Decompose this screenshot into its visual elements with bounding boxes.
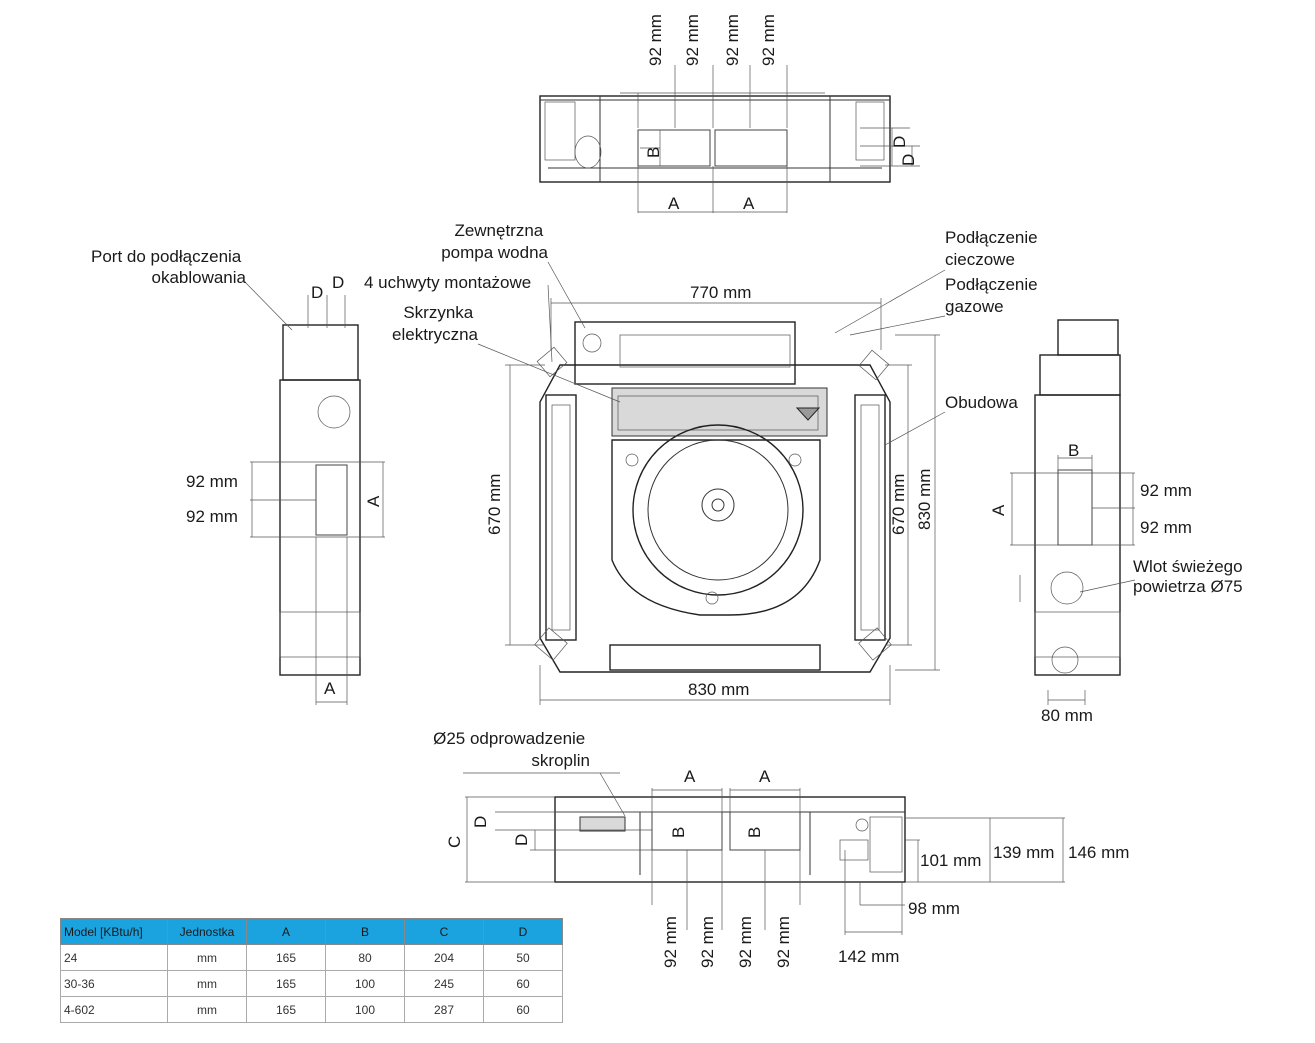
cell-b: 80 — [325, 944, 405, 971]
left-label-a-side: A — [364, 495, 383, 507]
cell-unit: mm — [167, 996, 247, 1023]
top-label-a2: A — [743, 194, 755, 213]
label-drain: Ø25 odprowadzenie skroplin — [433, 729, 590, 770]
cell-model: 4-602 — [60, 996, 168, 1023]
wiring-port-line2: okablowania — [151, 268, 246, 287]
cell-a: 165 — [246, 944, 326, 971]
electric-box-line1: Skrzynka — [403, 303, 473, 322]
top-label-d2: D — [899, 154, 918, 166]
header-c: C — [404, 918, 484, 945]
cell-unit: mm — [167, 944, 247, 971]
left-dim-92-1: 92 mm — [186, 472, 238, 491]
label-gas-connection: Podłączenie gazowe — [945, 275, 1042, 316]
cell-model: 30-36 — [60, 970, 168, 997]
label-liquid-connection: Podłączenie cieczowe — [945, 228, 1042, 269]
dim-670-left: 670 mm — [485, 474, 504, 535]
bottom-dim-98: 98 mm — [908, 899, 960, 918]
label-mounting-handles: 4 uchwyty montażowe — [364, 273, 531, 292]
dim-670-right: 670 mm — [889, 474, 908, 535]
bottom-dim-92-2: 92 mm — [698, 916, 717, 968]
cell-a: 165 — [246, 996, 326, 1023]
fresh-air-line1: Wlot świeżego — [1133, 557, 1243, 576]
drain-line2: skroplin — [531, 751, 590, 770]
bottom-label-c: C — [445, 836, 464, 848]
header-model: Model [KBtu/h] — [60, 918, 168, 945]
external-pump-line1: Zewnętrzna — [454, 221, 543, 240]
top-label-b: B — [644, 147, 663, 158]
right-label-a: A — [989, 504, 1008, 516]
table-row: 30-36 mm 165 100 245 60 — [60, 970, 563, 997]
top-dim-92-2: 92 mm — [683, 14, 702, 66]
top-label-d1: D — [890, 136, 909, 148]
fresh-air-line2: powietrza Ø75 — [1133, 577, 1243, 596]
left-label-d2: D — [332, 273, 344, 292]
cell-b: 100 — [325, 970, 405, 997]
bottom-dim-92-4: 92 mm — [774, 916, 793, 968]
cell-unit: mm — [167, 970, 247, 997]
top-dim-92-3: 92 mm — [723, 14, 742, 66]
liquid-line1: Podłączenie — [945, 228, 1038, 247]
bottom-dim-101: 101 mm — [920, 851, 981, 870]
plan-view: 770 mm 830 mm 670 mm 670 mm 830 mm Zewnę… — [364, 221, 1042, 705]
gas-line2: gazowe — [945, 297, 1004, 316]
electric-box-line2: elektryczna — [392, 325, 479, 344]
dim-770: 770 mm — [690, 283, 751, 302]
top-view: 92 mm 92 mm 92 mm 92 mm B A A D D — [539, 14, 920, 213]
cell-d: 50 — [483, 944, 563, 971]
label-wiring-port: Port do podłączenia okablowania — [91, 247, 247, 287]
cell-b: 100 — [325, 996, 405, 1023]
spec-table-header: Model [KBtu/h] Jednostka A B C D — [60, 918, 563, 945]
dim-830-right: 830 mm — [915, 469, 934, 530]
bottom-label-a2: A — [759, 767, 771, 786]
top-dim-92-1: 92 mm — [646, 14, 665, 66]
cell-model: 24 — [60, 944, 168, 971]
top-dim-92-4: 92 mm — [759, 14, 778, 66]
header-b: B — [325, 918, 405, 945]
bottom-dim-92-3: 92 mm — [736, 916, 755, 968]
left-view: Port do podłączenia okablowania D D 92 m… — [91, 247, 385, 705]
table-row: 24 mm 165 80 204 50 — [60, 944, 563, 971]
label-housing: Obudowa — [945, 393, 1018, 412]
drain-line1: Ø25 odprowadzenie — [433, 729, 585, 748]
bottom-label-b2: B — [745, 827, 764, 838]
label-fresh-air: Wlot świeżego powietrza Ø75 — [1133, 557, 1247, 596]
liquid-line2: cieczowe — [945, 250, 1015, 269]
label-external-pump: Zewnętrzna pompa wodna — [441, 221, 548, 262]
right-dim-92-2: 92 mm — [1140, 518, 1192, 537]
cell-d: 60 — [483, 970, 563, 997]
right-view: B A 92 mm 92 mm Wlot świeżego powietrza … — [989, 319, 1247, 725]
right-dim-92-1: 92 mm — [1140, 481, 1192, 500]
bottom-label-d1: D — [471, 816, 490, 828]
bottom-dim-142: 142 mm — [838, 947, 899, 966]
gas-line1: Podłączenie — [945, 275, 1038, 294]
left-dim-92-2: 92 mm — [186, 507, 238, 526]
bottom-label-b1: B — [669, 827, 688, 838]
header-unit: Jednostka — [167, 918, 247, 945]
bottom-dim-92-1: 92 mm — [661, 916, 680, 968]
right-label-b: B — [1068, 441, 1079, 460]
header-d: D — [483, 918, 563, 945]
dim-830-bottom: 830 mm — [688, 680, 749, 699]
bottom-label-a1: A — [684, 767, 696, 786]
cell-c: 204 — [404, 944, 484, 971]
cell-c: 287 — [404, 996, 484, 1023]
left-label-a-bottom: A — [324, 679, 336, 698]
bottom-dim-139: 139 mm — [993, 843, 1054, 862]
bottom-view: Ø25 odprowadzenie skroplin A A B B C D D… — [433, 729, 1129, 968]
right-dim-80: 80 mm — [1041, 706, 1093, 725]
header-a: A — [246, 918, 326, 945]
label-electric-box: Skrzynka elektryczna — [392, 303, 479, 344]
left-label-d1: D — [311, 283, 323, 302]
table-row: 4-602 mm 165 100 287 60 — [60, 996, 563, 1023]
spec-table: Model [KBtu/h] Jednostka A B C D 24 mm 1… — [60, 918, 563, 1023]
cell-a: 165 — [246, 970, 326, 997]
wiring-port-line1: Port do podłączenia — [91, 247, 242, 266]
cell-d: 60 — [483, 996, 563, 1023]
bottom-dim-146: 146 mm — [1068, 843, 1129, 862]
external-pump-line2: pompa wodna — [441, 243, 548, 262]
bottom-label-d2: D — [512, 834, 531, 846]
cell-c: 245 — [404, 970, 484, 997]
top-label-a1: A — [668, 194, 680, 213]
